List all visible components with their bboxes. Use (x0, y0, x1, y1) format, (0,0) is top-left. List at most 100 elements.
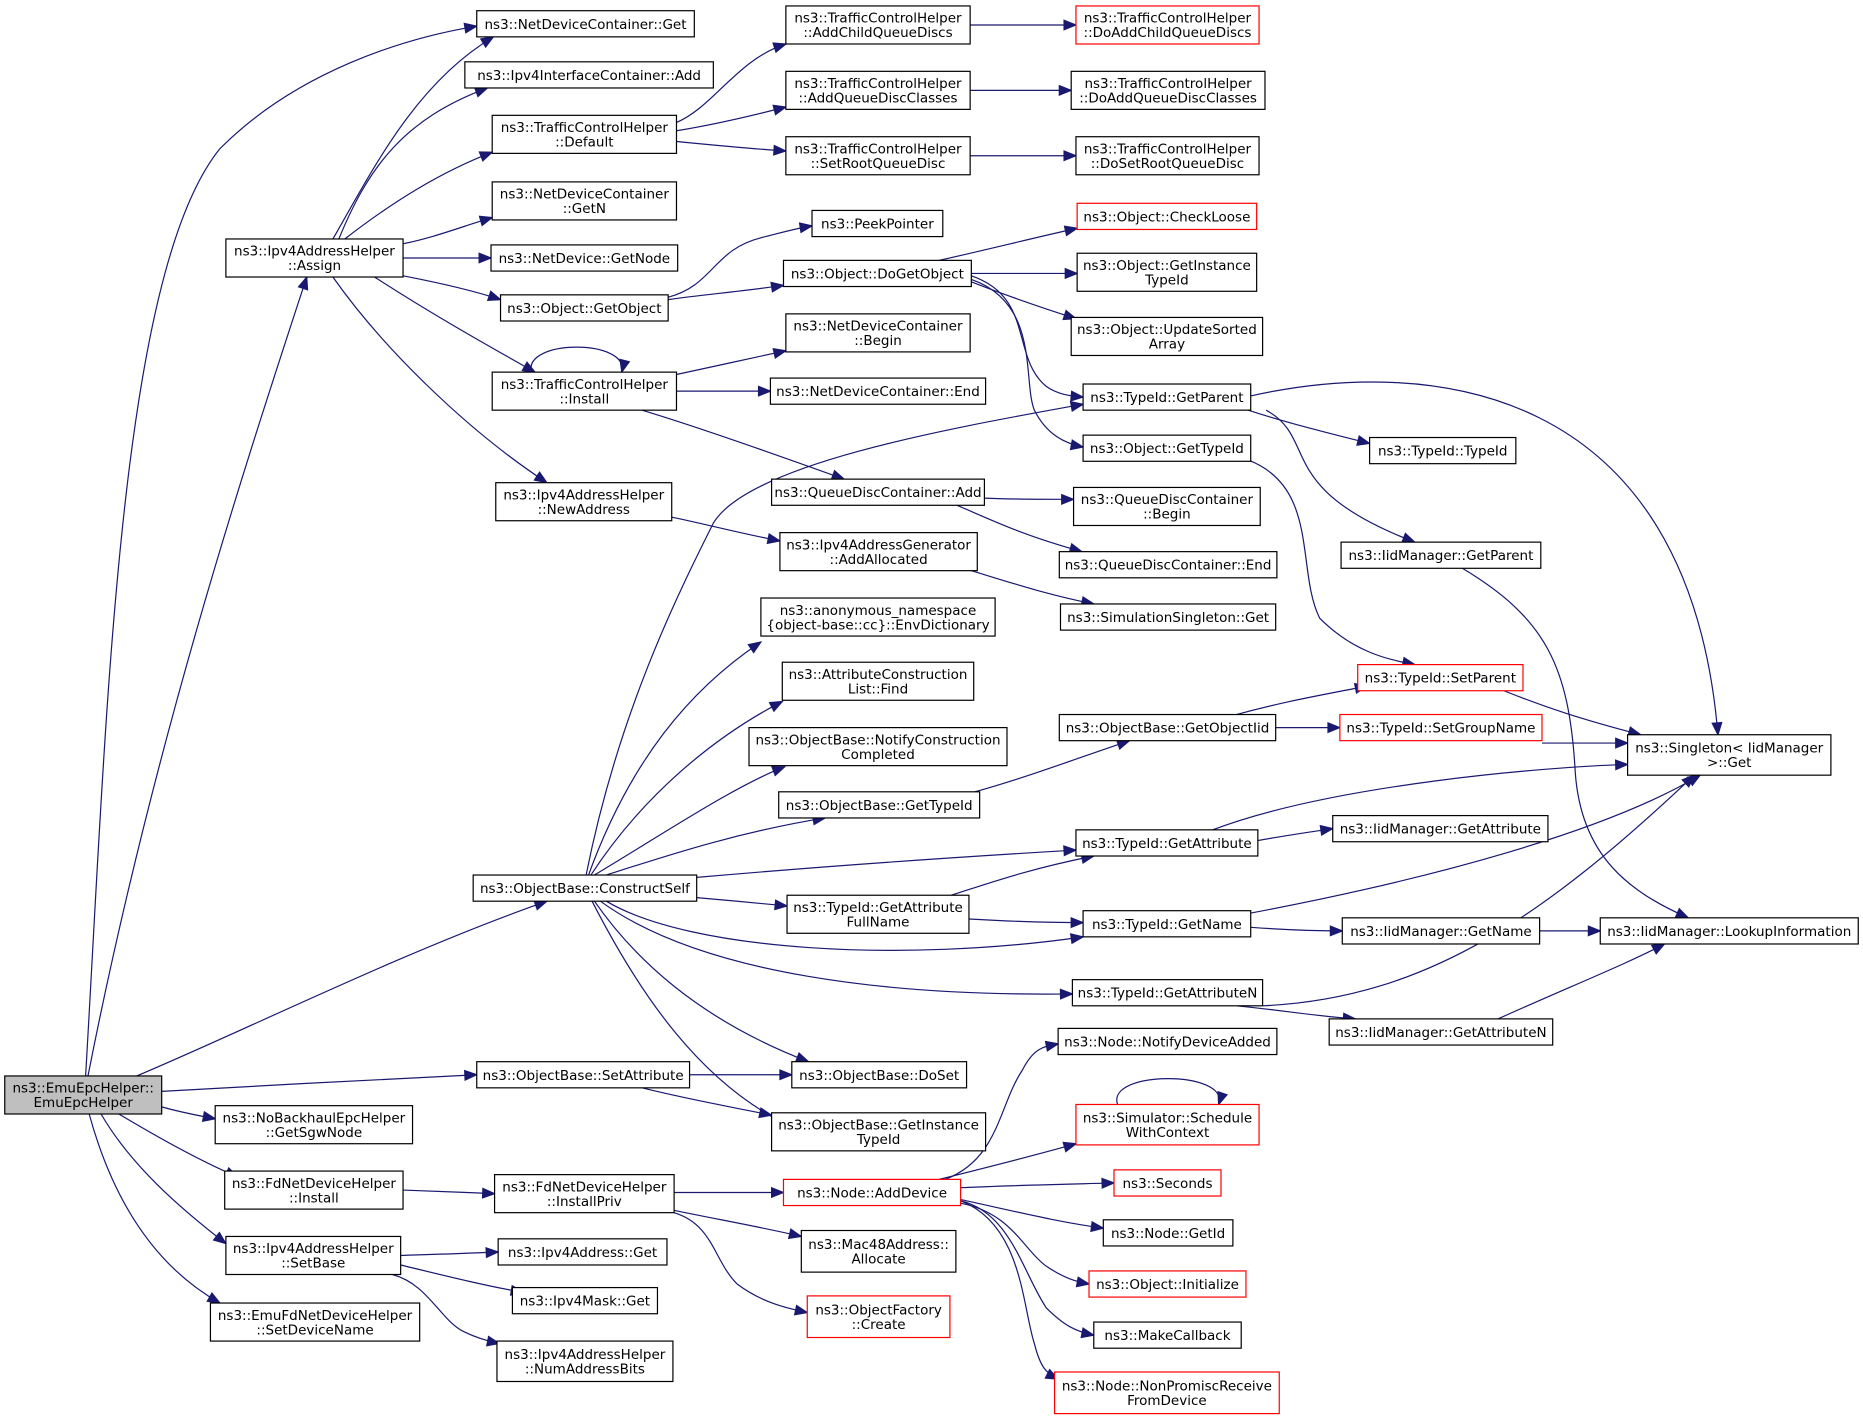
function-node-iid-getparent[interactable]: ns3::IidManager::GetParent (1340, 541, 1542, 569)
node-label-line: ::Install (559, 391, 609, 407)
call-edge-node_adddevice-to-sim_schedulectx (939, 1141, 1078, 1179)
function-node-ndc-getn[interactable]: ns3::NetDeviceContainer::GetN (491, 181, 678, 221)
function-node-tid-getparent[interactable]: ns3::TypeId::GetParent (1082, 383, 1252, 411)
node-label-line: ::Begin (854, 333, 902, 349)
function-node-seconds[interactable]: ns3::Seconds (1113, 1169, 1222, 1197)
node-label-line: ::Install (289, 1190, 339, 1206)
function-node-iid-lookup[interactable]: ns3::IidManager::LookupInformation (1599, 917, 1859, 945)
node-label-line: ns3::TrafficControlHelper (1084, 11, 1252, 27)
function-node-obj-dogetobject[interactable]: ns3::Object::DoGetObject (782, 259, 972, 288)
function-node-tch-install[interactable]: ns3::TrafficControlHelper::Install (491, 371, 678, 411)
function-node-mac48-allocate[interactable]: ns3::Mac48Address::Allocate (800, 1229, 957, 1273)
function-node-qdc-end[interactable]: ns3::QueueDiscContainer::End (1058, 551, 1278, 579)
function-node-tch-addchild[interactable]: ns3::TrafficControlHelper::AddChildQueue… (785, 5, 971, 45)
function-node-ob-gettypeid[interactable]: ns3::ObjectBase::GetTypeId (778, 791, 981, 819)
function-node-node-adddevice[interactable]: ns3::Node::AddDevice (782, 1178, 962, 1207)
function-node-tid-getattributen[interactable]: ns3::TypeId::GetAttributeN (1071, 979, 1264, 1007)
node-box (769, 377, 987, 405)
node-label-line: ns3::ObjectBase::DoSet (799, 1068, 959, 1084)
function-node-node-notifydevice[interactable]: ns3::Node::NotifyDeviceAdded (1057, 1027, 1278, 1056)
function-node-tid-typeid[interactable]: ns3::TypeId::TypeId (1369, 436, 1517, 465)
function-node-ipv4ag-addalloc[interactable]: ns3::Ipv4AddressGenerator::AddAllocated (779, 532, 978, 572)
function-node-ob-notify[interactable]: ns3::ObjectBase::NotifyConstructionCompl… (748, 727, 1008, 767)
node-label-line: ::Create (852, 1317, 906, 1333)
function-node-simsingleton-get[interactable]: ns3::SimulationSingleton::Get (1059, 603, 1277, 631)
function-node-tch-default[interactable]: ns3::TrafficControlHelper::Default (491, 114, 678, 154)
function-node-ob-doset[interactable]: ns3::ObjectBase::DoSet (791, 1061, 968, 1089)
function-node-ob-constructself[interactable]: ns3::ObjectBase::ConstructSelf (472, 874, 698, 902)
function-node-nd-getnode[interactable]: ns3::NetDevice::GetNode (490, 244, 679, 272)
call-edge-ob_getobjectiid-to-tid_setparent (1236, 682, 1369, 715)
function-node-qdc-add[interactable]: ns3::QueueDiscContainer::Add (770, 478, 986, 506)
function-node-iid-getattributen[interactable]: ns3::IidManager::GetAttributeN (1328, 1018, 1554, 1046)
node-label-line: ns3::QueueDiscContainer (1081, 492, 1254, 508)
node-label-line: ::SetDeviceName (256, 1322, 373, 1338)
node-box (1075, 136, 1260, 176)
function-node-tch-setroot[interactable]: ns3::TrafficControlHelper::SetRootQueueD… (785, 136, 971, 176)
function-node-node-getid[interactable]: ns3::Node::GetId (1102, 1219, 1234, 1247)
function-node-emufdndh-setdev[interactable]: ns3::EmuFdNetDeviceHelper::SetDeviceName (209, 1302, 421, 1342)
function-node-tid-getname[interactable]: ns3::TypeId::GetName (1082, 910, 1252, 938)
function-node-ipv4ah-setbase[interactable]: ns3::Ipv4AddressHelper::SetBase (225, 1235, 402, 1276)
node-box (4, 1075, 163, 1115)
function-node-ob-setattribute[interactable]: ns3::ObjectBase::SetAttribute (476, 1061, 691, 1089)
call-edge-node_adddevice-to-makecallback (961, 1201, 1096, 1339)
call-edge-tid_getname-to-iid_getname (1251, 925, 1344, 937)
call-edge-iid_getattributen-to-iid_lookup (1498, 943, 1666, 1019)
function-node-tch-doaddchild[interactable]: ns3::TrafficControlHelper::DoAddChildQue… (1075, 5, 1260, 45)
function-node-obj-initialize[interactable]: ns3::Object::Initialize (1088, 1270, 1247, 1298)
function-node-anon-envdict[interactable]: ns3::anonymous_namespace{object-base::cc… (760, 597, 996, 637)
function-node-tch-addqdc[interactable]: ns3::TrafficControlHelper::AddQueueDiscC… (785, 70, 971, 110)
function-node-root[interactable]: ns3::EmuEpcHelper::EmuEpcHelper (4, 1075, 163, 1115)
function-node-iid-getname[interactable]: ns3::IidManager::GetName (1341, 917, 1541, 945)
function-node-singleton-get[interactable]: ns3::Singleton< IidManager>::Get (1626, 734, 1832, 776)
function-node-ipv4ah-numaddrbits[interactable]: ns3::Ipv4AddressHelper::NumAddressBits (496, 1340, 674, 1383)
function-node-ipv4mask-get[interactable]: ns3::Ipv4Mask::Get (511, 1286, 659, 1315)
function-node-ipv4ah-newaddress[interactable]: ns3::Ipv4AddressHelper::NewAddress (495, 482, 673, 522)
function-node-tch-doaddqdc[interactable]: ns3::TrafficControlHelper::DoAddQueueDis… (1070, 70, 1266, 110)
function-node-fdndh-installpriv[interactable]: ns3::FdNetDeviceHelper::InstallPriv (493, 1174, 675, 1214)
node-box (1328, 1018, 1554, 1046)
function-node-ipv4ic-add[interactable]: ns3::Ipv4InterfaceContainer::Add (464, 61, 714, 89)
function-node-objfactory-create[interactable]: ns3::ObjectFactory::Create (806, 1295, 951, 1339)
function-node-nobackhaul-getsgw[interactable]: ns3::NoBackhaulEpcHelper::GetSgwNode (214, 1105, 414, 1145)
function-node-obj-checkloose[interactable]: ns3::Object::CheckLoose (1076, 202, 1258, 231)
function-node-tid-setparent[interactable]: ns3::TypeId::SetParent (1357, 663, 1524, 692)
call-edge-obj_getobject-to-obj_dogetobject (668, 281, 786, 299)
function-node-tid-getattribute[interactable]: ns3::TypeId::GetAttribute (1075, 829, 1259, 857)
function-node-fdndh-install[interactable]: ns3::FdNetDeviceHelper::Install (224, 1170, 404, 1210)
node-box (760, 597, 996, 637)
call-edge-root-to-ipv4ah_assign (88, 275, 309, 1076)
function-node-tid-setgroupname[interactable]: ns3::TypeId::SetGroupName (1339, 713, 1543, 742)
node-box (748, 727, 1008, 767)
node-label-line: ns3::Ipv4AddressHelper (505, 1347, 666, 1363)
call-edge-ob_constructself-to-anon_envdict (589, 641, 763, 875)
call-edge-ob_setattribute-to-ob_doset (690, 1069, 794, 1081)
function-node-obj-getobject[interactable]: ns3::Object::GetObject (499, 294, 669, 322)
function-node-ndc-begin[interactable]: ns3::NetDeviceContainer::Begin (785, 313, 971, 353)
function-node-tch-dosetroot[interactable]: ns3::TrafficControlHelper::DoSetRootQueu… (1075, 136, 1260, 176)
function-node-obj-gettypeid[interactable]: ns3::Object::GetTypeId (1082, 434, 1252, 462)
node-label-line: ns3::ObjectFactory (815, 1302, 942, 1318)
function-node-qdc-begin[interactable]: ns3::QueueDiscContainer::Begin (1072, 486, 1261, 527)
function-node-ob-getobjectiid[interactable]: ns3::ObjectBase::GetObjectIid (1058, 713, 1277, 742)
function-node-makecallback[interactable]: ns3::MakeCallback (1093, 1321, 1242, 1349)
function-node-ipv4ah-assign[interactable]: ns3::Ipv4AddressHelper::Assign (225, 238, 404, 278)
function-node-ndc-get[interactable]: ns3::NetDeviceContainer::Get (476, 10, 695, 38)
node-box (1626, 734, 1832, 776)
function-node-ipv4addr-get[interactable]: ns3::Ipv4Address::Get (497, 1238, 668, 1266)
node-box (1082, 434, 1252, 462)
function-node-iid-getattribute[interactable]: ns3::IidManager::GetAttribute (1332, 814, 1549, 843)
node-label-line: ns3::QueueDiscContainer::Add (774, 485, 981, 501)
function-node-ndc-end[interactable]: ns3::NetDeviceContainer::End (769, 377, 987, 405)
call-edge-sim_schedulectx-to-sim_schedulectx (1117, 1079, 1229, 1106)
function-node-peekpointer[interactable]: ns3::PeekPointer (811, 209, 944, 238)
call-edge-root-to-emufdndh_setdev (89, 1114, 222, 1304)
